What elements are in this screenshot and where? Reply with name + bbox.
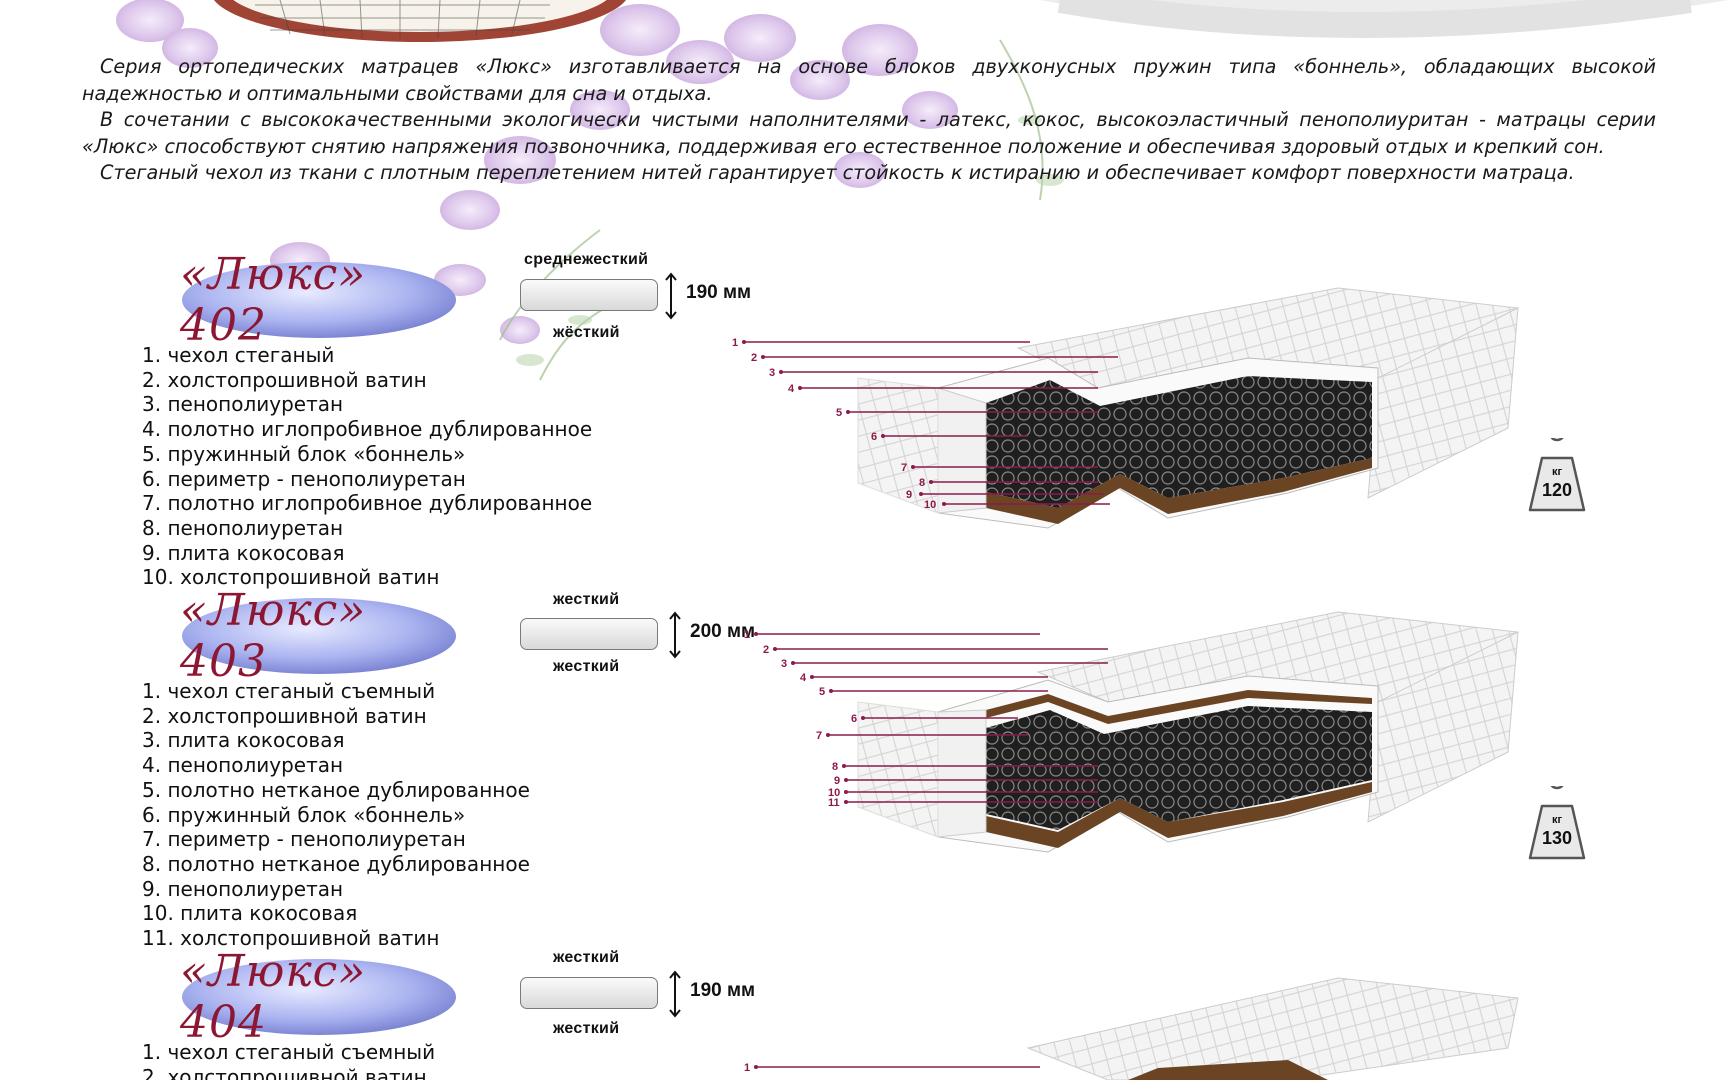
mattress-cutaway-402: 1 2 3 4 5 6 7 8 9 10 xyxy=(732,287,1519,529)
callout-number: 9 xyxy=(834,775,840,787)
callout-number: 6 xyxy=(871,431,877,443)
list-item: 4. пенополиуретан xyxy=(142,753,344,778)
callout-number: 6 xyxy=(851,713,857,725)
list-item: 7. периметр - пенополиуретан xyxy=(142,827,466,852)
list-item: 10. плита кокосовая xyxy=(142,901,358,926)
firmness-top-label: жесткий xyxy=(553,591,620,608)
model-name: «Люкс» 403 xyxy=(180,585,367,687)
intro-text: Серия ортопедических матрацев «Люкс» изг… xyxy=(82,54,1656,187)
list-item: 4. полотно иглопробивное дублированное xyxy=(142,417,593,442)
model-badge-402: «Люкс» 402 xyxy=(180,249,458,351)
callout-number: 10 xyxy=(828,787,840,799)
list-item: 2. холстопрошивной ватин xyxy=(142,367,427,392)
callout-number: 7 xyxy=(901,462,907,474)
layer-list-404: 1. чехол стеганый съемный 2. холстопроши… xyxy=(142,1040,435,1080)
height-label: 190 мм xyxy=(690,980,756,1001)
weight-badge-402: кг 120 xyxy=(1526,438,1588,514)
list-item: 2. холстопрошивной ватин xyxy=(142,1064,427,1080)
list-item: 8. пенополиуретан xyxy=(142,515,344,540)
list-item: 2. холстопрошивной ватин xyxy=(142,703,427,728)
badge-ellipse xyxy=(182,598,456,674)
model-name: «Люкс» 404 xyxy=(180,946,367,1048)
layer-list-402: 1. чехол стеганый 2. холстопрошивной ват… xyxy=(142,343,592,590)
badge-ellipse xyxy=(182,262,456,338)
firmness-top-label: среднежесткий xyxy=(524,251,649,268)
list-item: 1. чехол стеганый съемный xyxy=(142,679,436,703)
height-profile-bar xyxy=(520,977,658,1009)
firmness-bottom-label: жесткий xyxy=(553,658,620,675)
height-label: 190 мм xyxy=(686,282,752,303)
weight-value: 120 xyxy=(1541,480,1573,500)
list-item: 7. полотно иглопробивное дублированное xyxy=(142,491,593,516)
intro-paragraph-2: В сочетании с высококачественными эколог… xyxy=(82,108,1656,158)
callout-number: 5 xyxy=(836,407,842,419)
list-item: 8. полотно нетканое дублированное xyxy=(142,851,530,876)
firmness-bottom-label: жесткий xyxy=(553,1020,620,1037)
list-item: 5. пружинный блок «боннель» xyxy=(142,441,466,466)
height-arrow-icon xyxy=(665,272,677,320)
model-badge-403: «Люкс» 403 xyxy=(180,585,458,687)
model-badge-404: «Люкс» 404 xyxy=(180,946,458,1048)
callout-number: 10 xyxy=(924,499,936,511)
mattress-cutaway-403: 1 2 3 4 5 6 7 8 9 10 11 xyxy=(744,611,1519,853)
weight-icon xyxy=(1528,438,1586,512)
callout-number: 9 xyxy=(906,489,912,501)
list-item: 10. холстопрошивной ватин xyxy=(142,565,440,590)
list-item: 6. периметр - пенополиуретан xyxy=(142,466,466,491)
list-item: 11. холстопрошивной ватин xyxy=(142,926,440,951)
callout-number: 8 xyxy=(832,761,838,773)
callout-number: 3 xyxy=(781,658,787,670)
list-item: 6. пружинный блок «боннель» xyxy=(142,802,466,827)
list-item: 3. пенополиуретан xyxy=(142,392,344,417)
callout-number: 5 xyxy=(819,686,825,698)
weight-value: 130 xyxy=(1541,828,1573,848)
weight-unit: кг xyxy=(1551,466,1563,478)
list-item: 1. чехол стеганый съемный xyxy=(142,1040,436,1064)
height-arrow-icon xyxy=(669,970,681,1018)
firmness-bottom-label: жёсткий xyxy=(553,324,620,341)
callout-number: 8 xyxy=(919,477,925,489)
callout-number: 1 xyxy=(732,337,738,349)
layer-list-403: 1. чехол стеганый съемный 2. холстопроши… xyxy=(142,679,530,951)
intro-paragraph-3: Стеганый чехол из ткани с плотным перепл… xyxy=(100,161,1575,184)
weight-icon xyxy=(1528,786,1586,860)
callout-number: 3 xyxy=(769,367,775,379)
badge-ellipse xyxy=(182,959,456,1035)
list-item: 1. чехол стеганый xyxy=(142,343,335,367)
mattress-cutaway-404: 1 xyxy=(744,977,1519,1080)
list-item: 9. плита кокосовая xyxy=(142,540,345,565)
callout-number: 4 xyxy=(800,672,807,684)
list-item: 5. полотно нетканое дублированное xyxy=(142,777,530,802)
height-profile-bar xyxy=(520,618,658,650)
weight-unit: кг xyxy=(1551,814,1563,826)
height-profile-bar xyxy=(520,279,658,311)
height-label: 200 мм xyxy=(690,621,756,642)
callout-number: 1 xyxy=(744,1062,750,1074)
callout-number: 2 xyxy=(763,644,769,656)
callout-number: 7 xyxy=(816,730,822,742)
callout-number: 1 xyxy=(744,629,750,641)
weight-badge-403: кг 130 xyxy=(1526,786,1588,862)
callout-number: 11 xyxy=(828,797,840,809)
intro-paragraph-1: Серия ортопедических матрацев «Люкс» изг… xyxy=(82,55,1656,105)
list-item: 9. пенополиуретан xyxy=(142,876,344,901)
callout-number: 4 xyxy=(788,383,795,395)
list-item: 3. плита кокосовая xyxy=(142,728,345,753)
callout-number: 2 xyxy=(751,352,757,364)
firmness-top-label: жесткий xyxy=(553,949,620,966)
height-arrow-icon xyxy=(669,611,681,659)
model-name: «Люкс» 402 xyxy=(180,249,367,351)
